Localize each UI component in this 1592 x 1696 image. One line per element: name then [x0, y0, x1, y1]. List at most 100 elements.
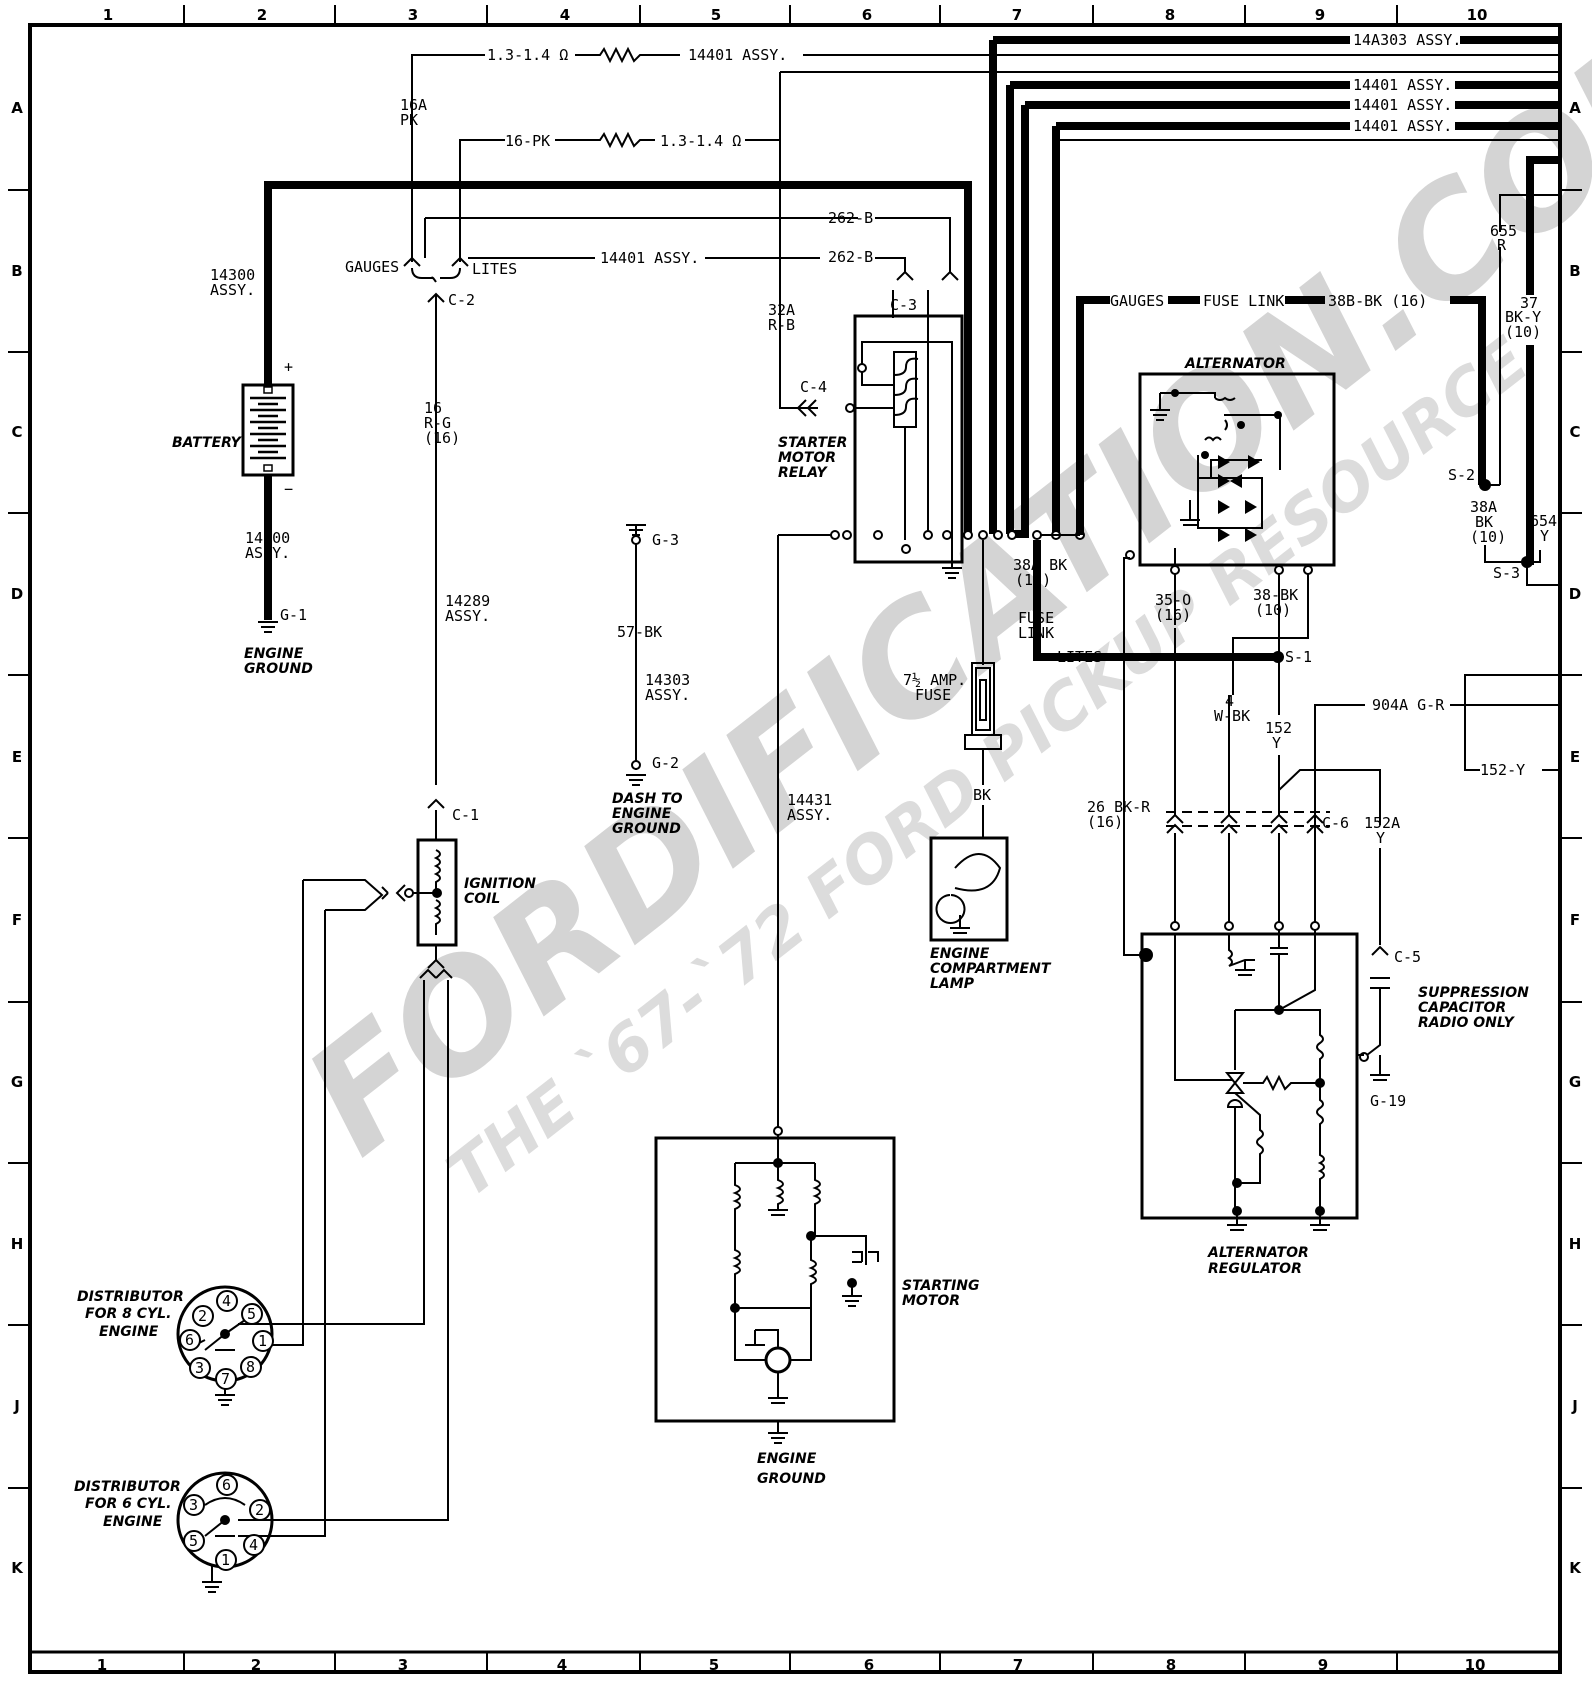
- dist8-label-3: ENGINE: [99, 1324, 159, 1340]
- wire-38a-gauge-label: (16): [1015, 571, 1051, 589]
- connector-c2-area: GAUGES LITES 14401 ASSY. 262-B 262-B C-2…: [345, 122, 959, 785]
- col-label: 10: [1465, 1656, 1486, 1674]
- wire-152y-label: 152-Y: [1480, 761, 1525, 779]
- battery: + − BATTERY 14300 ASSY. 14300 ASSY. G-1 …: [172, 181, 972, 677]
- dist8-pin: 3: [195, 1359, 204, 1377]
- dash-ground-label-2: ENGINE: [612, 806, 672, 822]
- row-label: G: [1569, 1073, 1581, 1091]
- wire-4-label: 4: [1225, 692, 1234, 710]
- row-label: C: [11, 423, 22, 441]
- wire-38b-label: 38B-BK (16): [1328, 292, 1427, 310]
- starter-relay-label: STARTER: [778, 435, 847, 451]
- col-label: 4: [560, 6, 570, 24]
- frame-ticks: [8, 5, 1582, 1672]
- gauges-right-label: GAUGES: [1110, 292, 1164, 310]
- dist8-pin: 7: [221, 1370, 230, 1388]
- wire-57bk-label: 57-BK: [617, 623, 662, 641]
- ground-symbol: [258, 621, 278, 633]
- wire-152a-color-label: Y: [1376, 829, 1385, 847]
- starter-relay-label-2: MOTOR: [778, 450, 836, 466]
- wire-35o-label: 35-O: [1155, 591, 1191, 609]
- wire-26-gauge-label: (16): [1087, 813, 1123, 831]
- wire-bk-label: BK: [973, 786, 991, 804]
- dist6-pin: 3: [189, 1496, 198, 1514]
- wire-14431-assy-label: ASSY.: [787, 806, 832, 824]
- engine-compartment-lamp: 7½ AMP. FUSE BK ENGINE COMPARTMENT LAMP: [903, 540, 1052, 992]
- wire-4-color-label: W-BK: [1214, 707, 1250, 725]
- lamp-label: ENGINE: [930, 946, 990, 962]
- connector-c3-label: C-3: [890, 296, 917, 314]
- fuse-label: FUSE: [915, 686, 951, 704]
- wire-16rg-gauge-label: (16): [424, 429, 460, 447]
- starting-motor-label: STARTING: [902, 1278, 980, 1294]
- wire-152-color-label: Y: [1272, 734, 1281, 752]
- dist8-pin: 5: [247, 1305, 256, 1323]
- gauges-label: GAUGES: [345, 258, 399, 276]
- wire-14401-c-label: 14401 ASSY.: [1353, 117, 1452, 135]
- dist6-label: DISTRIBUTOR: [74, 1479, 181, 1495]
- wire-38bk-gauge-label: (10): [1255, 601, 1291, 619]
- dist8-label-2: FOR 8 CYL.: [85, 1306, 171, 1322]
- wire-14401-a-label: 14401 ASSY.: [1353, 76, 1452, 94]
- starting-ground-label: ENGINE: [757, 1451, 817, 1467]
- splice-s3-label: S-3: [1493, 564, 1520, 582]
- connector-c6-area: 4 W-BK 152 Y C-6 26 BK-R (16) 152A Y C-5…: [1087, 657, 1529, 1110]
- col-label: 8: [1166, 1656, 1176, 1674]
- wire-14300-label: 14300: [210, 266, 255, 284]
- row-label: F: [1570, 911, 1580, 929]
- lamp-label-2: COMPARTMENT: [930, 961, 1052, 977]
- wire-37-color-label: BK-Y: [1505, 308, 1541, 326]
- col-label: 3: [408, 6, 418, 24]
- fuse-amp-label: 7½ AMP.: [903, 671, 966, 689]
- row-label: K: [11, 1559, 24, 1577]
- row-label: E: [12, 748, 22, 766]
- battery-label: BATTERY: [172, 435, 243, 451]
- wire-262b-label-1: 262-B: [828, 209, 873, 227]
- lites-label: LITES: [472, 260, 517, 278]
- col-label: 8: [1165, 6, 1175, 24]
- dist6-pin: 1: [221, 1551, 230, 1569]
- dash-ground-label-3: GROUND: [612, 821, 681, 837]
- distributor-6cyl: 6 3 2 5 4 1 DISTRIBUTOR FOR 6 CYL. ENGIN…: [74, 1471, 274, 1593]
- row-label: H: [11, 1235, 24, 1253]
- col-label: 7: [1013, 1656, 1023, 1674]
- suppression-label-3: RADIO ONLY: [1418, 1015, 1516, 1031]
- dist8-pin: 6: [185, 1331, 194, 1349]
- row-label: B: [1569, 262, 1580, 280]
- wire-16rg-label: 16: [424, 399, 442, 417]
- wire-37-gauge-label: (10): [1505, 323, 1541, 341]
- fuse-link-label: FUSE: [1018, 609, 1054, 627]
- suppression-label: SUPPRESSION: [1418, 985, 1529, 1001]
- col-label: 2: [251, 1656, 261, 1674]
- wire-14289-label: 14289: [445, 592, 490, 610]
- col-label: 10: [1467, 6, 1488, 24]
- wire-38bk-label: 38-BK: [1253, 586, 1298, 604]
- fuse-link-38a: 38A BK (16) FUSE LINK LITES S-1 GAUGES F…: [1013, 292, 1486, 666]
- wire-32a-label: 32A: [768, 301, 795, 319]
- fuse-link-right-label: FUSE LINK: [1203, 292, 1284, 310]
- dist8-pins: 4 5 2 1 6 3 7 8: [179, 1290, 274, 1390]
- wire-14a303-label: 14A303 ASSY.: [1353, 31, 1461, 49]
- ignition-coil-label: IGNITION: [464, 876, 536, 892]
- dash-ground: G-3 57-BK 14303 ASSY. G-2 DASH TO ENGINE…: [612, 524, 690, 837]
- row-label: D: [11, 585, 23, 603]
- starting-motor: 14431 ASSY. STARTING MOTOR ENGINE GROUND: [654, 535, 980, 1487]
- col-label: 9: [1318, 1656, 1328, 1674]
- wire-16a-color-label: PK: [400, 111, 418, 129]
- dist6-pins: 6 3 2 5 4 1: [183, 1474, 271, 1571]
- wire-262b-label-2: 262-B: [828, 248, 873, 266]
- dist6-pin: 5: [189, 1532, 198, 1550]
- wire-14303-assy-label: ASSY.: [645, 686, 690, 704]
- col-label: 9: [1315, 6, 1325, 24]
- dist8-pin: 1: [258, 1332, 267, 1350]
- connector-c6-label: C-6: [1322, 814, 1349, 832]
- wire-655-label: 655: [1490, 222, 1517, 240]
- alternator-label: ALTERNATOR: [1184, 356, 1286, 372]
- connector-c1-label: C-1: [452, 806, 479, 824]
- ground-g19-label: G-19: [1370, 1092, 1406, 1110]
- row-label: J: [13, 1397, 20, 1415]
- wire-654-label: 654: [1530, 512, 1557, 530]
- alternator: ALTERNATOR 35-O (16) 38-BK (10): [1123, 356, 1336, 962]
- battery-plus-label: +: [284, 358, 293, 376]
- battery-minus-label: −: [284, 480, 293, 498]
